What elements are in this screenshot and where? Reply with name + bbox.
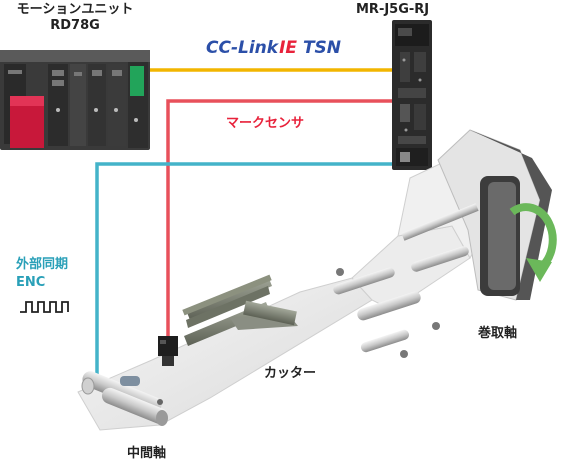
mark-sensor-line (166, 99, 392, 338)
encoder-label: 外部同期 ENC (16, 256, 68, 292)
network-label-tsn: TSN (302, 38, 342, 58)
servo-amplifier (392, 20, 432, 170)
encoder-label-line2: ENC (16, 275, 46, 290)
cutter-label: カッター (264, 366, 317, 381)
winding-shaft-label: 巻取軸 (478, 326, 518, 341)
encoder-label-line1: 外部同期 (16, 257, 69, 272)
cutter (182, 274, 298, 346)
winding-drum (401, 129, 552, 301)
motion-unit-rd78g (0, 50, 150, 150)
encoder-line (95, 162, 392, 378)
motion-unit-model: RD78G (50, 18, 100, 33)
network-label-ie: IE (279, 38, 298, 58)
motion-unit-name: モーションユニット (16, 2, 134, 17)
servo-label: MR-J5G-RJ (356, 2, 430, 17)
motion-unit-label: モーションユニット RD78G (8, 2, 142, 34)
pulse-signal-icon (20, 301, 69, 313)
mark-sensor-device (158, 336, 178, 366)
network-label: CC-LinkIE TSN (206, 38, 341, 58)
network-label-cc: CC-Link (206, 38, 279, 58)
idler-rollers (333, 246, 469, 358)
mark-sensor-label: マークセンサ (226, 116, 305, 131)
intermediate-shaft-label: 中間軸 (127, 446, 167, 461)
intermediate-shaft-rollers (81, 371, 169, 426)
rotation-arrow-icon (509, 203, 557, 282)
